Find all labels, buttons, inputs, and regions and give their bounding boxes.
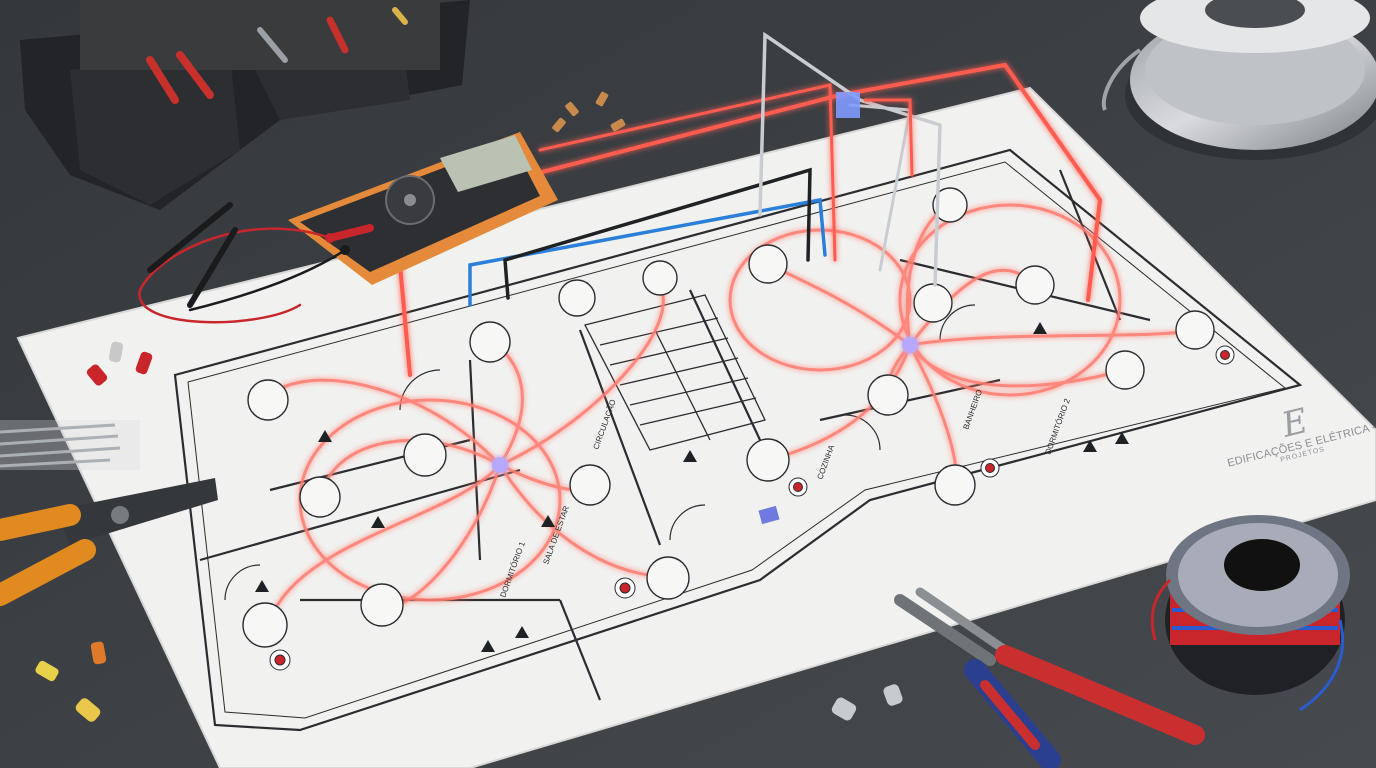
wall-segment — [558, 599, 602, 701]
stairs — [584, 294, 766, 451]
plan-inner-wall — [187, 161, 1287, 719]
wall-segment — [1058, 169, 1122, 321]
wall-segment — [819, 378, 1001, 422]
wire-connectors — [35, 91, 903, 722]
junction-box-glow — [492, 457, 508, 473]
multimeter — [288, 132, 558, 285]
wall-segment — [199, 468, 521, 562]
light-fixtures — [242, 187, 1215, 648]
switch-symbols — [255, 322, 1129, 652]
wall-segment — [468, 359, 482, 561]
junction-box — [758, 505, 780, 525]
outlets — [269, 345, 1235, 671]
tool-bag — [20, 0, 470, 210]
wire-spool-grey — [1101, 0, 1376, 160]
combination-pliers — [894, 587, 1205, 768]
wire-spool-red-blue — [1150, 515, 1350, 712]
wall-segment — [578, 329, 662, 546]
multimeter-probes — [138, 202, 374, 324]
wall-segment — [689, 289, 761, 441]
plan-outer-wall — [173, 148, 1303, 732]
junction-box-glow — [902, 337, 918, 353]
wire-stripper — [0, 478, 218, 606]
cable-ties — [0, 420, 140, 470]
ceiling-junction-box — [836, 92, 860, 118]
